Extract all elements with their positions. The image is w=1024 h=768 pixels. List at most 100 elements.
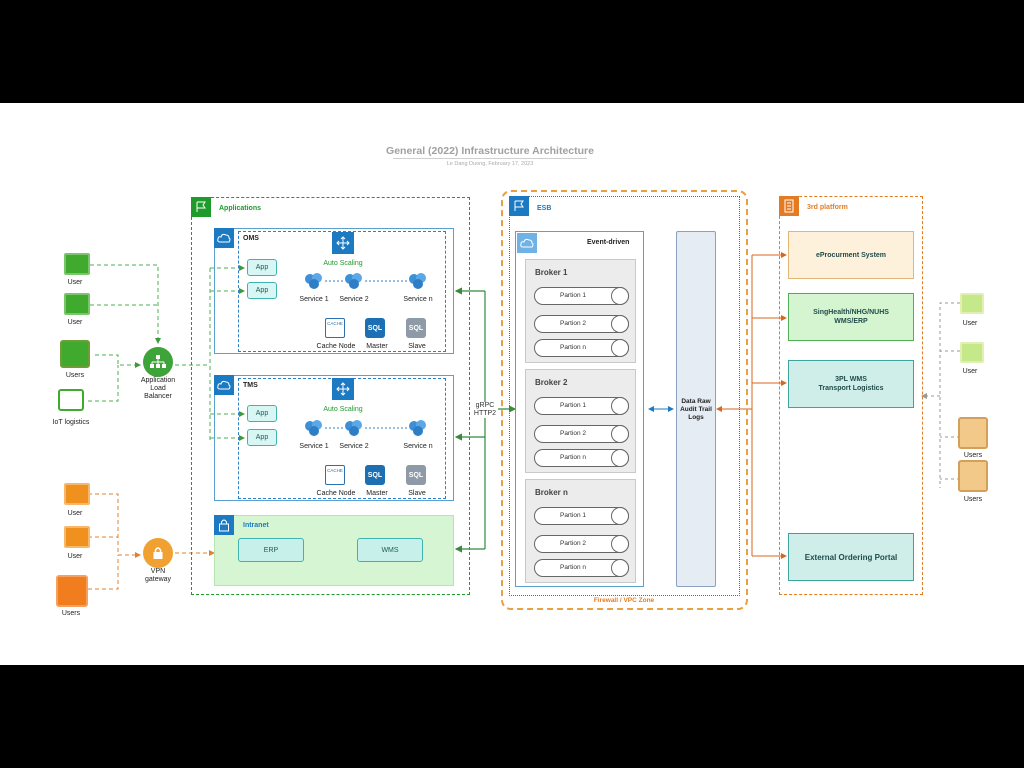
auto-scaling-icon [332,232,354,254]
cache-node-icon: CACHE [325,465,345,485]
applications-zone [191,197,470,595]
user-monitor-icon [960,293,984,314]
cache-node-icon: CACHE [325,318,345,338]
partition-circle [611,315,629,333]
broker-1: Broker 1 Partion 1 Partion 2 Partion n [525,259,636,363]
applications-title: Applications [219,205,262,212]
diagram-subtitle: Le Dang Duong, February 17, 2023 [446,161,534,167]
user-monitor-icon [64,526,90,548]
slave-db-icon: SQL [406,465,426,485]
3pl-wms-box[interactable]: 3PL WMS Transport Logistics [788,360,914,408]
external-ordering-portal-box[interactable]: External Ordering Portal [788,533,914,581]
partition: Partion 1 [534,397,629,415]
grpc-label: gRPC HTTP2 [472,402,498,418]
oms-master-label: Master [366,343,388,350]
event-driven-box [515,231,644,587]
service-1-icon [305,273,322,289]
cloud-icon [517,233,537,253]
oms-slave-label: Slave [408,343,426,350]
partition: Partion 2 [534,315,629,333]
oms-service-n-label: Service n [403,296,433,303]
flag-icon [509,196,529,216]
tms-title: TMS [243,382,258,389]
users-devices-icon [56,575,88,607]
services-link [325,427,409,429]
oms-box [214,228,454,354]
partition: Partion n [534,449,629,467]
partition-circle [611,449,629,467]
diagram-canvas: General (2022) Infrastructure Architectu… [0,103,1024,665]
diagram-title: General (2022) Infrastructure Architectu… [386,145,594,157]
vpn-user-label: User [67,553,83,560]
users-devices-icon [958,460,988,492]
tms-slave-label: Slave [408,490,426,497]
partition-circle [611,535,629,553]
alb-label: Application Load Balancer [140,377,176,400]
cloud-icon [214,375,234,395]
oms-auto-scaling-label: Auto Scaling [323,260,363,267]
service-n-icon [409,273,426,289]
user-monitor-icon [64,293,90,315]
title-underline [393,158,587,159]
partition: Partion 2 [534,425,629,443]
users-label: Users [65,372,85,379]
partition-label: Partion 1 [559,402,587,409]
tms-app-1[interactable]: App [247,405,277,422]
tms-service-1-label: Service 1 [299,443,329,450]
service-1-icon [305,420,322,436]
data-raw-box: Data Raw Audit Trail Logs [676,231,716,587]
esb-title: ESB [537,205,552,212]
wms-box[interactable]: WMS [357,538,423,562]
users-devices-icon [958,417,988,449]
tms-master-label: Master [366,490,388,497]
broker-title: Broker 1 [535,268,568,277]
partition-label: Partion n [559,344,587,351]
oms-cache-label: Cache Node [316,343,356,350]
user-monitor-icon [64,253,90,275]
singhealth-box[interactable]: SingHealth/NHG/NUHS WMS/ERP [788,293,914,341]
flag-icon [191,197,211,217]
broker-n: Broker n Partion 1 Partion 2 Partion n [525,479,636,583]
partition-label: Partion 2 [559,430,587,437]
partition-circle [611,339,629,357]
third-platform-title: 3rd platform [807,204,848,211]
partition-circle [611,397,629,415]
tms-app-2[interactable]: App [247,429,277,446]
oms-app-1[interactable]: App [247,259,277,276]
firewall-vpc-zone [501,190,748,610]
oms-autoscaling-group [238,231,446,352]
broker-title: Broker n [535,488,568,497]
lock-icon [214,515,234,535]
partition-label: Partion n [559,564,587,571]
auto-scaling-icon [332,378,354,400]
cloud-icon [214,228,234,248]
firewall-label: Firewall / VPC Zone [593,597,655,604]
service-2-icon [345,420,362,436]
tms-cache-label: Cache Node [316,490,356,497]
vpn-users-label: Users [61,610,81,617]
iot-label: IoT logistics [52,419,90,426]
broker-2: Broker 2 Partion 1 Partion 2 Partion n [525,369,636,473]
oms-service-2-label: Service 2 [339,296,369,303]
right-users-label: Users [963,452,983,459]
connectors [88,252,960,590]
user-label: User [67,319,83,326]
server-icon [779,196,799,216]
eprocurement-box[interactable]: eProcurment System [788,231,914,279]
service-2-icon [345,273,362,289]
vpn-lock-icon [143,538,173,568]
right-users-label: Users [963,496,983,503]
partition-label: Partion 1 [559,512,587,519]
oms-app-2[interactable]: App [247,282,277,299]
tms-box [214,375,454,501]
oms-service-1-label: Service 1 [299,296,329,303]
load-balancer-icon [143,347,173,377]
erp-box[interactable]: ERP [238,538,304,562]
oms-title: OMS [243,235,259,242]
partition-label: Partion n [559,454,587,461]
user-monitor-icon [64,483,90,505]
partition-circle [611,507,629,525]
users-devices-icon [60,340,90,368]
tms-service-n-label: Service n [403,443,433,450]
esb-zone [509,196,740,596]
